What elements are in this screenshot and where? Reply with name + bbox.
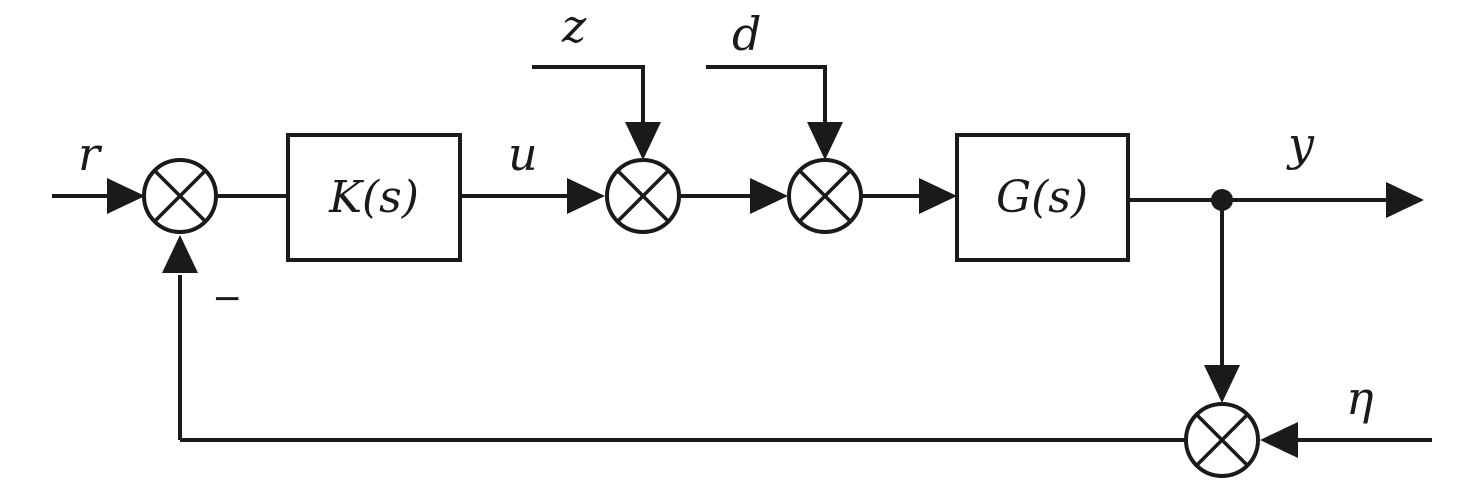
controller-label: K(s) [328,172,419,223]
summing-junction-1 [142,158,218,234]
arrow-into-plant [919,178,957,214]
wire-d [706,65,827,135]
arrow-eta-into-sum4 [1260,422,1298,458]
plant-block [955,133,1130,262]
summing-junction-4 [1184,402,1260,478]
controller-block [286,133,462,262]
plant-label: G(s) [996,172,1088,223]
signal-label-y: y [1286,117,1315,171]
wire-z [532,65,645,135]
arrow-y-into-sum4 [1204,365,1240,403]
arrow-z-into-sum2 [625,122,661,160]
feedback-minus-sign: − [212,278,242,319]
arrow-r-into-sum1 [107,178,145,214]
arrow-feedback-into-sum1 [162,235,198,273]
arrow-y-output [1386,182,1424,218]
summing-junction-2 [605,158,681,234]
branch-point [1211,189,1233,211]
signal-label-z: z [561,0,587,53]
signal-label-eta: η [1346,371,1374,425]
signal-label-u: u [508,127,538,181]
signal-label-d: d [732,7,761,61]
arrow-u-into-sum2 [567,178,605,214]
signal-label-r: r [78,127,103,181]
arrow-into-sum3 [750,178,788,214]
summing-junction-3 [787,158,863,234]
arrow-d-into-sum3 [807,122,843,160]
